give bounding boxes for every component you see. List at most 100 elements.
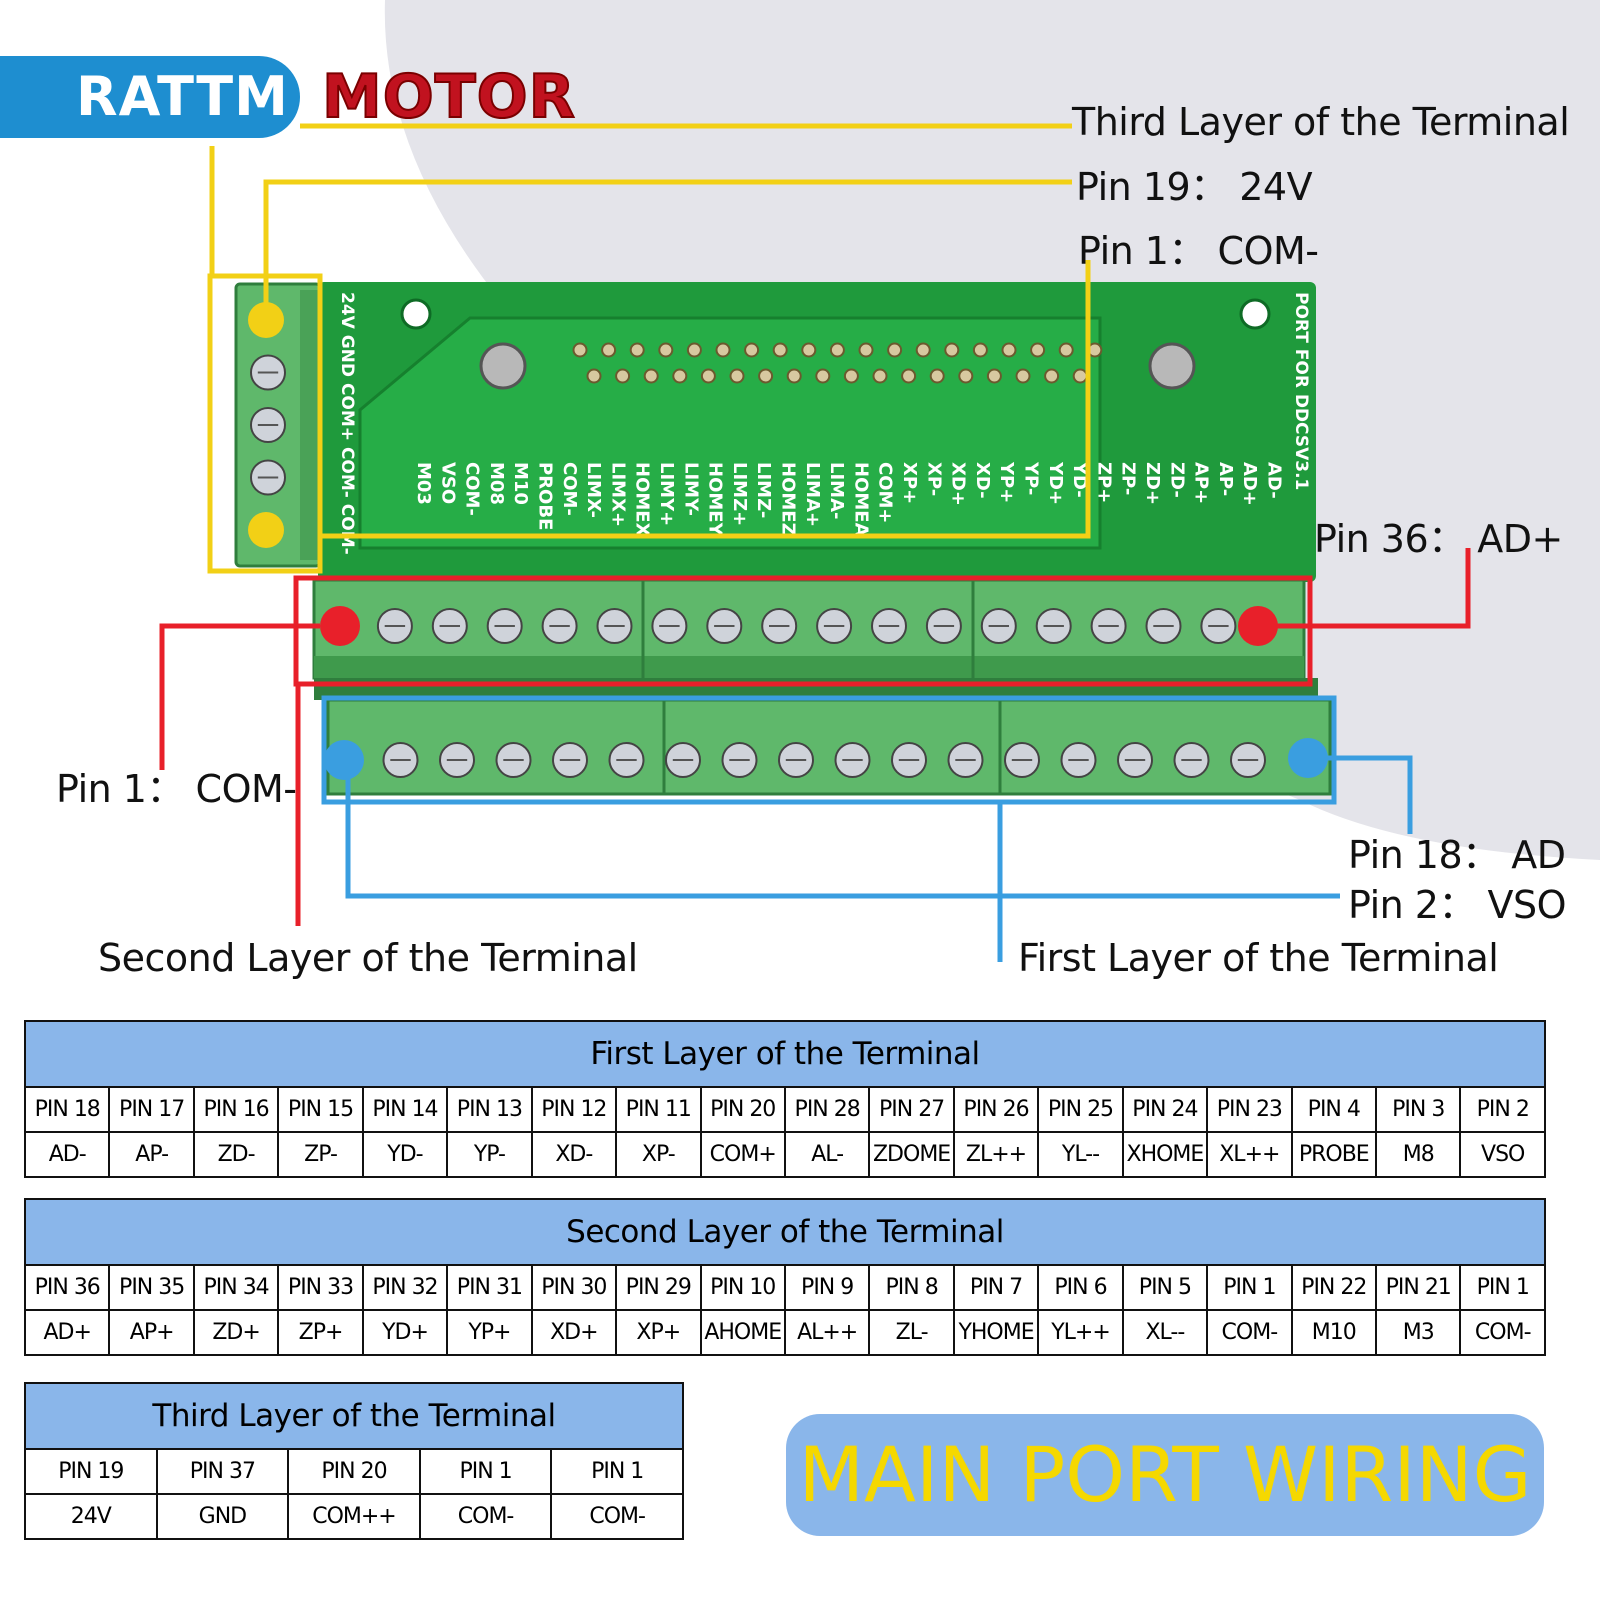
callout-first-layer: First Layer of the Terminal [1018,936,1499,980]
board-signal-label: M10 [510,462,531,505]
board-signal-label: HOMEY [705,462,726,537]
second-layer-signal-cell: COM- [1206,1309,1293,1356]
power-terminal-block [234,282,322,568]
header-pin [615,368,631,384]
second-layer-signal-cell: XL-- [1121,1309,1209,1356]
first-layer-pin-cell: PIN 17 [108,1086,195,1133]
third-layer-pin-cell: PIN 1 [550,1448,684,1495]
board-signal-label: AP+ [1191,462,1212,504]
header-pin [1072,368,1088,384]
callout-pin2: Pin 2： VSO [1348,883,1567,927]
first-layer-signal-cell: PROBE [1290,1131,1378,1178]
first-layer-pin-cell: PIN 2 [1459,1086,1546,1133]
first-layer-title: First Layer of the Terminal [24,1020,1546,1088]
board-signal-label: AD+ [1239,462,1260,506]
header-pin [572,342,588,358]
board-signal-label: LIMA- [826,462,847,519]
first-layer-pin-cell: PIN 15 [277,1086,364,1133]
header-pin [1030,342,1046,358]
header-pin [601,342,617,358]
second-layer-signal-cell: XP+ [615,1309,702,1356]
second-layer-callout-lines [159,548,1471,926]
callout-third-layer: Third Layer of the Terminal [1072,100,1570,144]
first-layer-pin-cell: PIN 23 [1206,1086,1293,1133]
second-layer-pin-cell: PIN 22 [1290,1264,1378,1311]
board-signal-label: M08 [486,462,507,505]
header-pin [972,342,988,358]
second-layer-pin-cell: PIN 1 [1206,1264,1293,1311]
second-layer-title: Second Layer of the Terminal [24,1198,1546,1266]
board-signal-label: YP+ [996,461,1017,503]
first-layer-pin-cell: PIN 18 [23,1086,111,1133]
board-signal-label: LIMZ- [753,462,774,518]
second-layer-signal-cell: M3 [1374,1309,1462,1356]
callout-pin19: Pin 19： 24V [1076,165,1313,209]
second-layer-pin-cell: PIN 1 [1459,1264,1546,1311]
board-signal-label: LIMY- [680,462,701,516]
third-layer-signal-cell: COM- [550,1493,684,1540]
header-pin [872,368,888,384]
board-signal-label: LIMZ+ [729,462,750,526]
board-signal-label: YD+ [1045,461,1066,505]
second-layer-pin-cell: PIN 8 [868,1264,955,1311]
header-pin [929,368,945,384]
board-signal-label: COM- [462,462,483,516]
second-layer-signal-cell: AD+ [23,1309,111,1356]
third-layer-signal-cell: COM++ [287,1493,421,1540]
first-layer-signal-cell: XHOME [1121,1131,1209,1178]
first-layer-callout-lines [321,695,1413,962]
third-layer-pin-cell: PIN 19 [24,1448,158,1495]
first-layer-terminal-block [314,678,1332,796]
pcb-board: PORT FOR DDCSV3.1 24V GND COM+ COM- COM-… [318,282,1316,582]
header-pin [629,342,645,358]
board-signal-label: AD- [1264,462,1285,499]
board-signal-label: ZP- [1118,462,1139,495]
port-label: PORT FOR DDCSV3.1 [1291,292,1311,490]
board-signal-label: XP- [923,462,944,496]
first-layer-pin-cell: PIN 27 [868,1086,955,1133]
second-layer-signal-cell: COM- [1459,1309,1546,1356]
header-pin [843,368,859,384]
header-pin [801,342,817,358]
first-layer-pin-cell: PIN 28 [783,1086,871,1133]
second-layer-pin-cell: PIN 33 [277,1264,364,1311]
main-port-wiring-banner: MAIN PORT WIRING [786,1414,1544,1536]
header-pin [658,342,674,358]
callout-pin36: Pin 36： AD+ [1314,517,1563,561]
power-label: 24V GND COM+ COM- COM- [337,292,357,555]
board-signal-label: HOMEA [850,462,871,537]
second-layer-terminal-block [312,578,1306,680]
board-signal-label: LIMY+ [656,462,677,526]
board-signal-label: PROBE [535,462,556,530]
first-layer-pin-cell: PIN 3 [1374,1086,1462,1133]
header-pin [944,342,960,358]
second-layer-signal-cell: AP+ [108,1309,195,1356]
first-layer-signal-cell: AD- [23,1131,111,1178]
second-layer-pin-cell: PIN 6 [1037,1264,1124,1311]
first-layer-signal-cell: COM+ [699,1131,786,1178]
callout-pin1-left: Pin 1： COM- [56,767,297,811]
first-layer-pin-cell: PIN 20 [699,1086,786,1133]
first-layer-pin-cell: PIN 13 [446,1086,533,1133]
second-layer-pin-cell: PIN 32 [361,1264,449,1311]
second-layer-pin-cell: PIN 35 [108,1264,195,1311]
board-signal-label: LIMA+ [802,462,823,527]
third-layer-pin-cell: PIN 20 [287,1448,421,1495]
third-layer-callout-lines [207,123,1091,574]
first-layer-signal-cell: XD- [530,1131,618,1178]
header-pin [672,368,688,384]
first-layer-signal-cell: YL-- [1037,1131,1124,1178]
second-layer-signal-cell: YP+ [446,1309,533,1356]
header-pin [643,368,659,384]
board-signal-label: ZD- [1166,462,1187,498]
first-layer-signal-cell: XP- [615,1131,702,1178]
second-layer-pin-cell: PIN 5 [1121,1264,1209,1311]
header-pin [715,342,731,358]
header-pin [1001,342,1017,358]
header-pin [729,368,745,384]
header-pin [586,368,602,384]
